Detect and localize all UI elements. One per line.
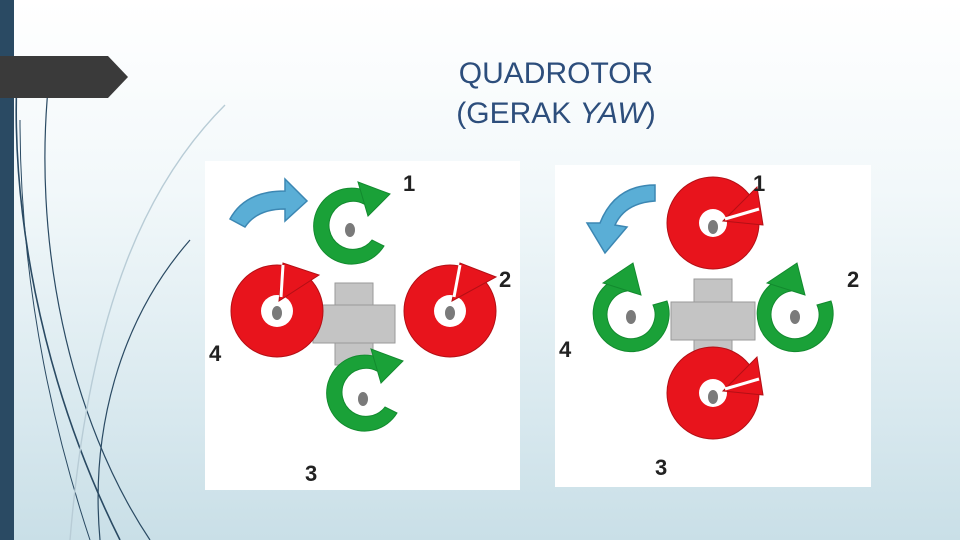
rotor-2 [756, 262, 834, 353]
decorative-curves [15, 59, 226, 540]
rotor-label-1: 1 [753, 171, 765, 196]
rotor-4 [230, 262, 324, 358]
rotor-label-2: 2 [499, 267, 511, 292]
title-italic-yaw: YAW [579, 97, 646, 130]
title-line-1: QUADROTOR [458, 57, 654, 90]
rotor-2 [403, 262, 498, 358]
slide-title: QUADROTOR (GERAK YAW) [380, 54, 732, 134]
quadrotor-diagram-left: 1 2 3 4 [205, 161, 520, 490]
rotor-3 [666, 346, 764, 440]
rotor-label-3: 3 [305, 461, 317, 486]
rotor-1 [666, 176, 764, 270]
rotor-label-4: 4 [559, 337, 572, 362]
rotor-4 [592, 262, 670, 353]
frame-horizontal-arm [670, 301, 756, 341]
left-accent-bar [0, 0, 14, 540]
rotor-3 [326, 348, 404, 432]
title-tab-arrow [0, 56, 128, 98]
title-line-2: (GERAK YAW) [456, 97, 656, 130]
rotor-label-1: 1 [403, 171, 415, 196]
quadrotor-diagram-right: 1 2 3 4 [555, 165, 871, 487]
rotor-label-2: 2 [847, 267, 859, 292]
rotor-label-4: 4 [209, 341, 222, 366]
rotor-1 [313, 181, 391, 265]
rotor-label-3: 3 [655, 455, 667, 480]
frame-horizontal-arm [312, 304, 396, 344]
yaw-arrow-icon [228, 177, 309, 228]
yaw-arrow-icon [585, 184, 656, 255]
